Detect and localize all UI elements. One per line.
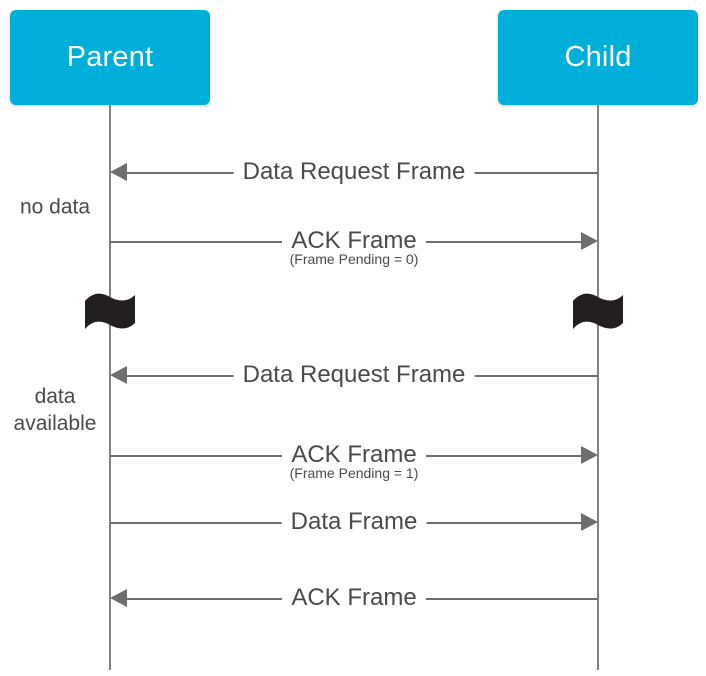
flag-break-icon [83,293,137,333]
message-line-left [127,598,283,600]
message-line-left [127,375,234,377]
message-line-right [425,455,581,457]
arrow-right-icon [581,513,598,531]
message-line-left [127,172,234,174]
message-label: ACK Frame [282,586,426,610]
message-line-right [474,172,598,174]
message-line-left [110,455,283,457]
message-label: ACK Frame [282,443,426,467]
flag-break-icon [571,293,625,333]
message-label: Data Frame [281,510,427,534]
arrow-left-icon [110,163,127,181]
message-sublabel: (Frame Pending = 0) [289,251,419,267]
message-line-right [425,598,598,600]
message-label: ACK Frame [282,229,426,253]
actor-label-child: Child [564,41,632,73]
arrow-right-icon [581,446,598,464]
note-no-data: no data [19,195,91,219]
message-line-left [110,522,282,524]
actor-box-child[interactable]: Child [498,10,698,105]
actor-label-parent: Parent [66,41,154,73]
message-line-right [474,375,598,377]
message-sublabel: (Frame Pending = 1) [289,465,419,481]
note-data-available: data available [13,385,97,435]
arrow-left-icon [110,589,127,607]
arrow-left-icon [110,366,127,384]
message-line-right [425,241,581,243]
lifeline-child [597,105,599,670]
arrow-right-icon [581,232,598,250]
lifeline-parent [109,105,111,670]
message-label: Data Request Frame [233,363,475,387]
message-line-right [426,522,581,524]
message-label: Data Request Frame [233,160,475,184]
actor-box-parent[interactable]: Parent [10,10,210,105]
message-line-left [110,241,283,243]
